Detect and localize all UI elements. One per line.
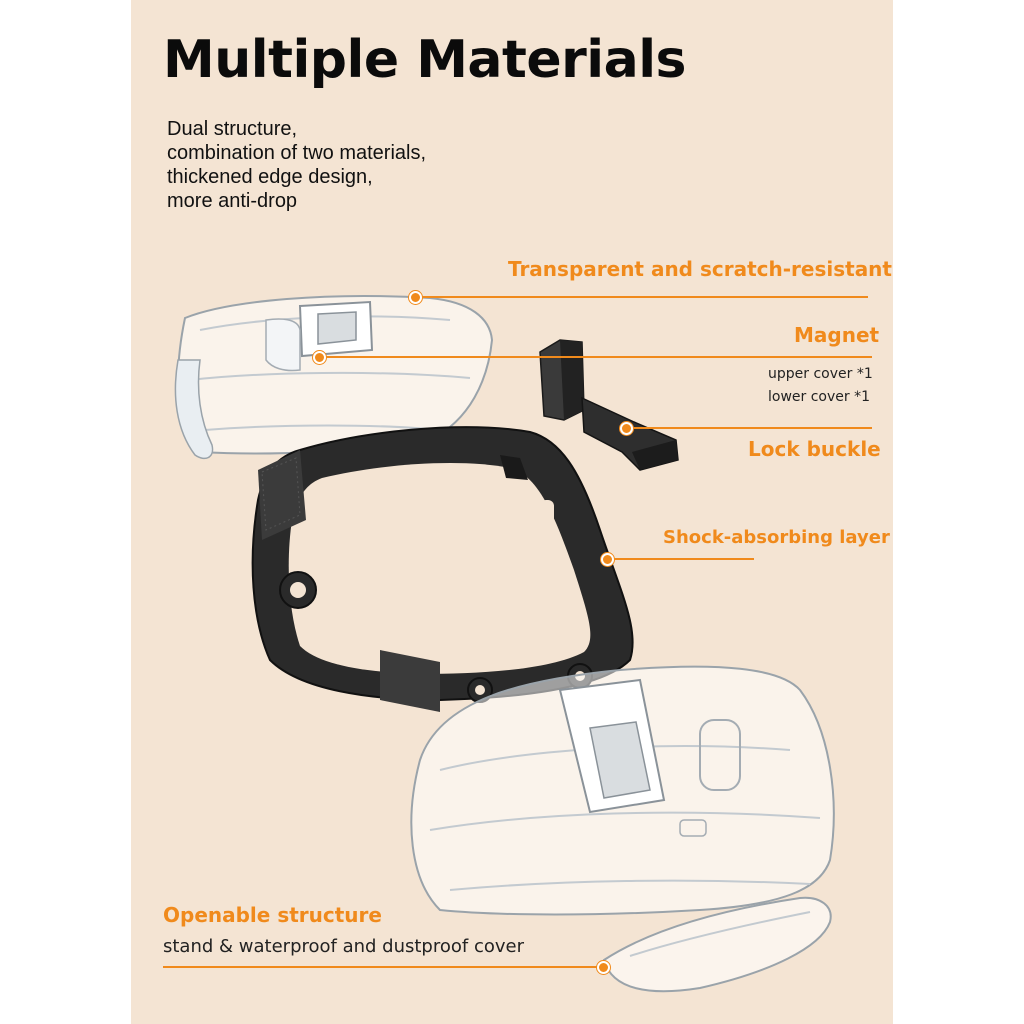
description-line: thickened edge design, [167,166,373,188]
callout-magnet-label: Magnet [794,323,880,347]
callout-magnet-upper: upper cover *1 [768,366,873,382]
callout-transparent-dot [409,291,422,304]
callout-shock-line [606,558,754,560]
callout-shock-dot [601,553,614,566]
callout-magnet-line [318,356,872,358]
callout-shock-label: Shock-absorbing layer [663,527,890,548]
shock-absorbing-bumper [251,426,634,712]
callout-lock-dot [620,422,633,435]
callout-lock-line [625,427,872,429]
callout-magnet-dot [313,351,326,364]
upper-transparent-cover [174,295,494,460]
description-line: Dual structure, [167,118,298,140]
callout-lock-label: Lock buckle [748,437,881,461]
lower-transparent-cover [410,665,835,916]
callout-openable-line [163,966,603,968]
callout-openable-dot [597,961,610,974]
callout-transparent-line [414,296,868,298]
callout-openable-sub: stand & waterproof and dustproof cover [163,936,524,957]
callout-magnet-lower: lower cover *1 [768,389,870,405]
magnet-piece [539,339,679,471]
description-line: more anti-drop [167,190,298,212]
callout-openable-label: Openable structure [163,903,382,927]
page-title: Multiple Materials [163,30,686,90]
callout-transparent-label: Transparent and scratch-resistant [508,257,892,281]
description-line: combination of two materials, [167,142,427,164]
description: Dual structure, combination of two mater… [167,117,426,213]
openable-flap [602,896,832,993]
